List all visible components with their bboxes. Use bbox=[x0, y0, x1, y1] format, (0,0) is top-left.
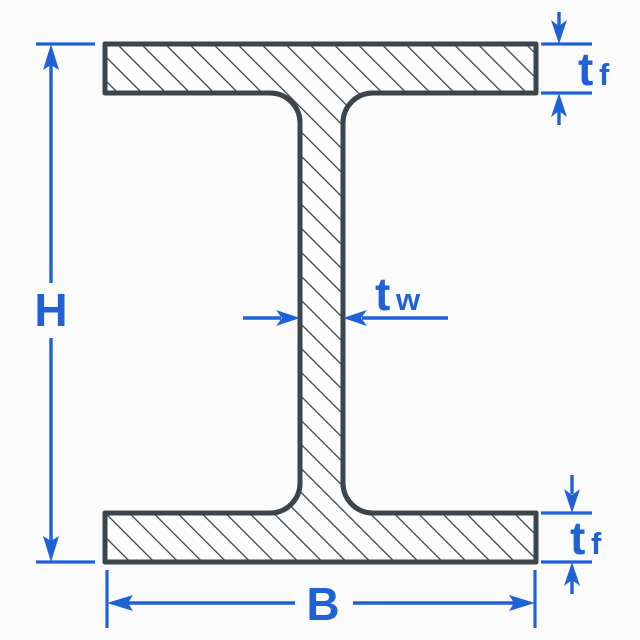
width-arrow-left bbox=[107, 595, 133, 611]
tf-bottom-arrow-up bbox=[564, 562, 580, 586]
width-label: B bbox=[306, 578, 339, 630]
tf-top-arrow-down bbox=[551, 20, 567, 44]
tw-arrow-left bbox=[343, 310, 367, 326]
tw-label-subscript: w bbox=[395, 282, 421, 317]
tw-arrow-right bbox=[276, 310, 300, 326]
height-label: H bbox=[34, 284, 67, 336]
tf-bottom-label-subscript: f bbox=[591, 526, 602, 561]
height-arrow-down bbox=[43, 536, 59, 562]
tf-bottom-label-symbol: t bbox=[570, 512, 585, 564]
dimension-width: B bbox=[105, 570, 537, 630]
height-arrow-up bbox=[43, 44, 59, 70]
tf-top-label-subscript: f bbox=[599, 57, 610, 92]
beam-outline-overlay bbox=[102, 41, 539, 565]
dimension-flange-thickness-top: t f bbox=[541, 12, 610, 125]
tf-top-arrow-up bbox=[551, 93, 567, 117]
tf-bottom-arrow-down bbox=[564, 489, 580, 513]
tf-top-label-symbol: t bbox=[578, 43, 593, 95]
dimension-web-thickness: t w bbox=[243, 268, 448, 326]
dimension-height: H bbox=[34, 42, 95, 564]
dimension-flange-thickness-bottom: t f bbox=[541, 475, 602, 594]
width-arrow-right bbox=[509, 595, 535, 611]
tw-label-symbol: t bbox=[375, 268, 390, 320]
